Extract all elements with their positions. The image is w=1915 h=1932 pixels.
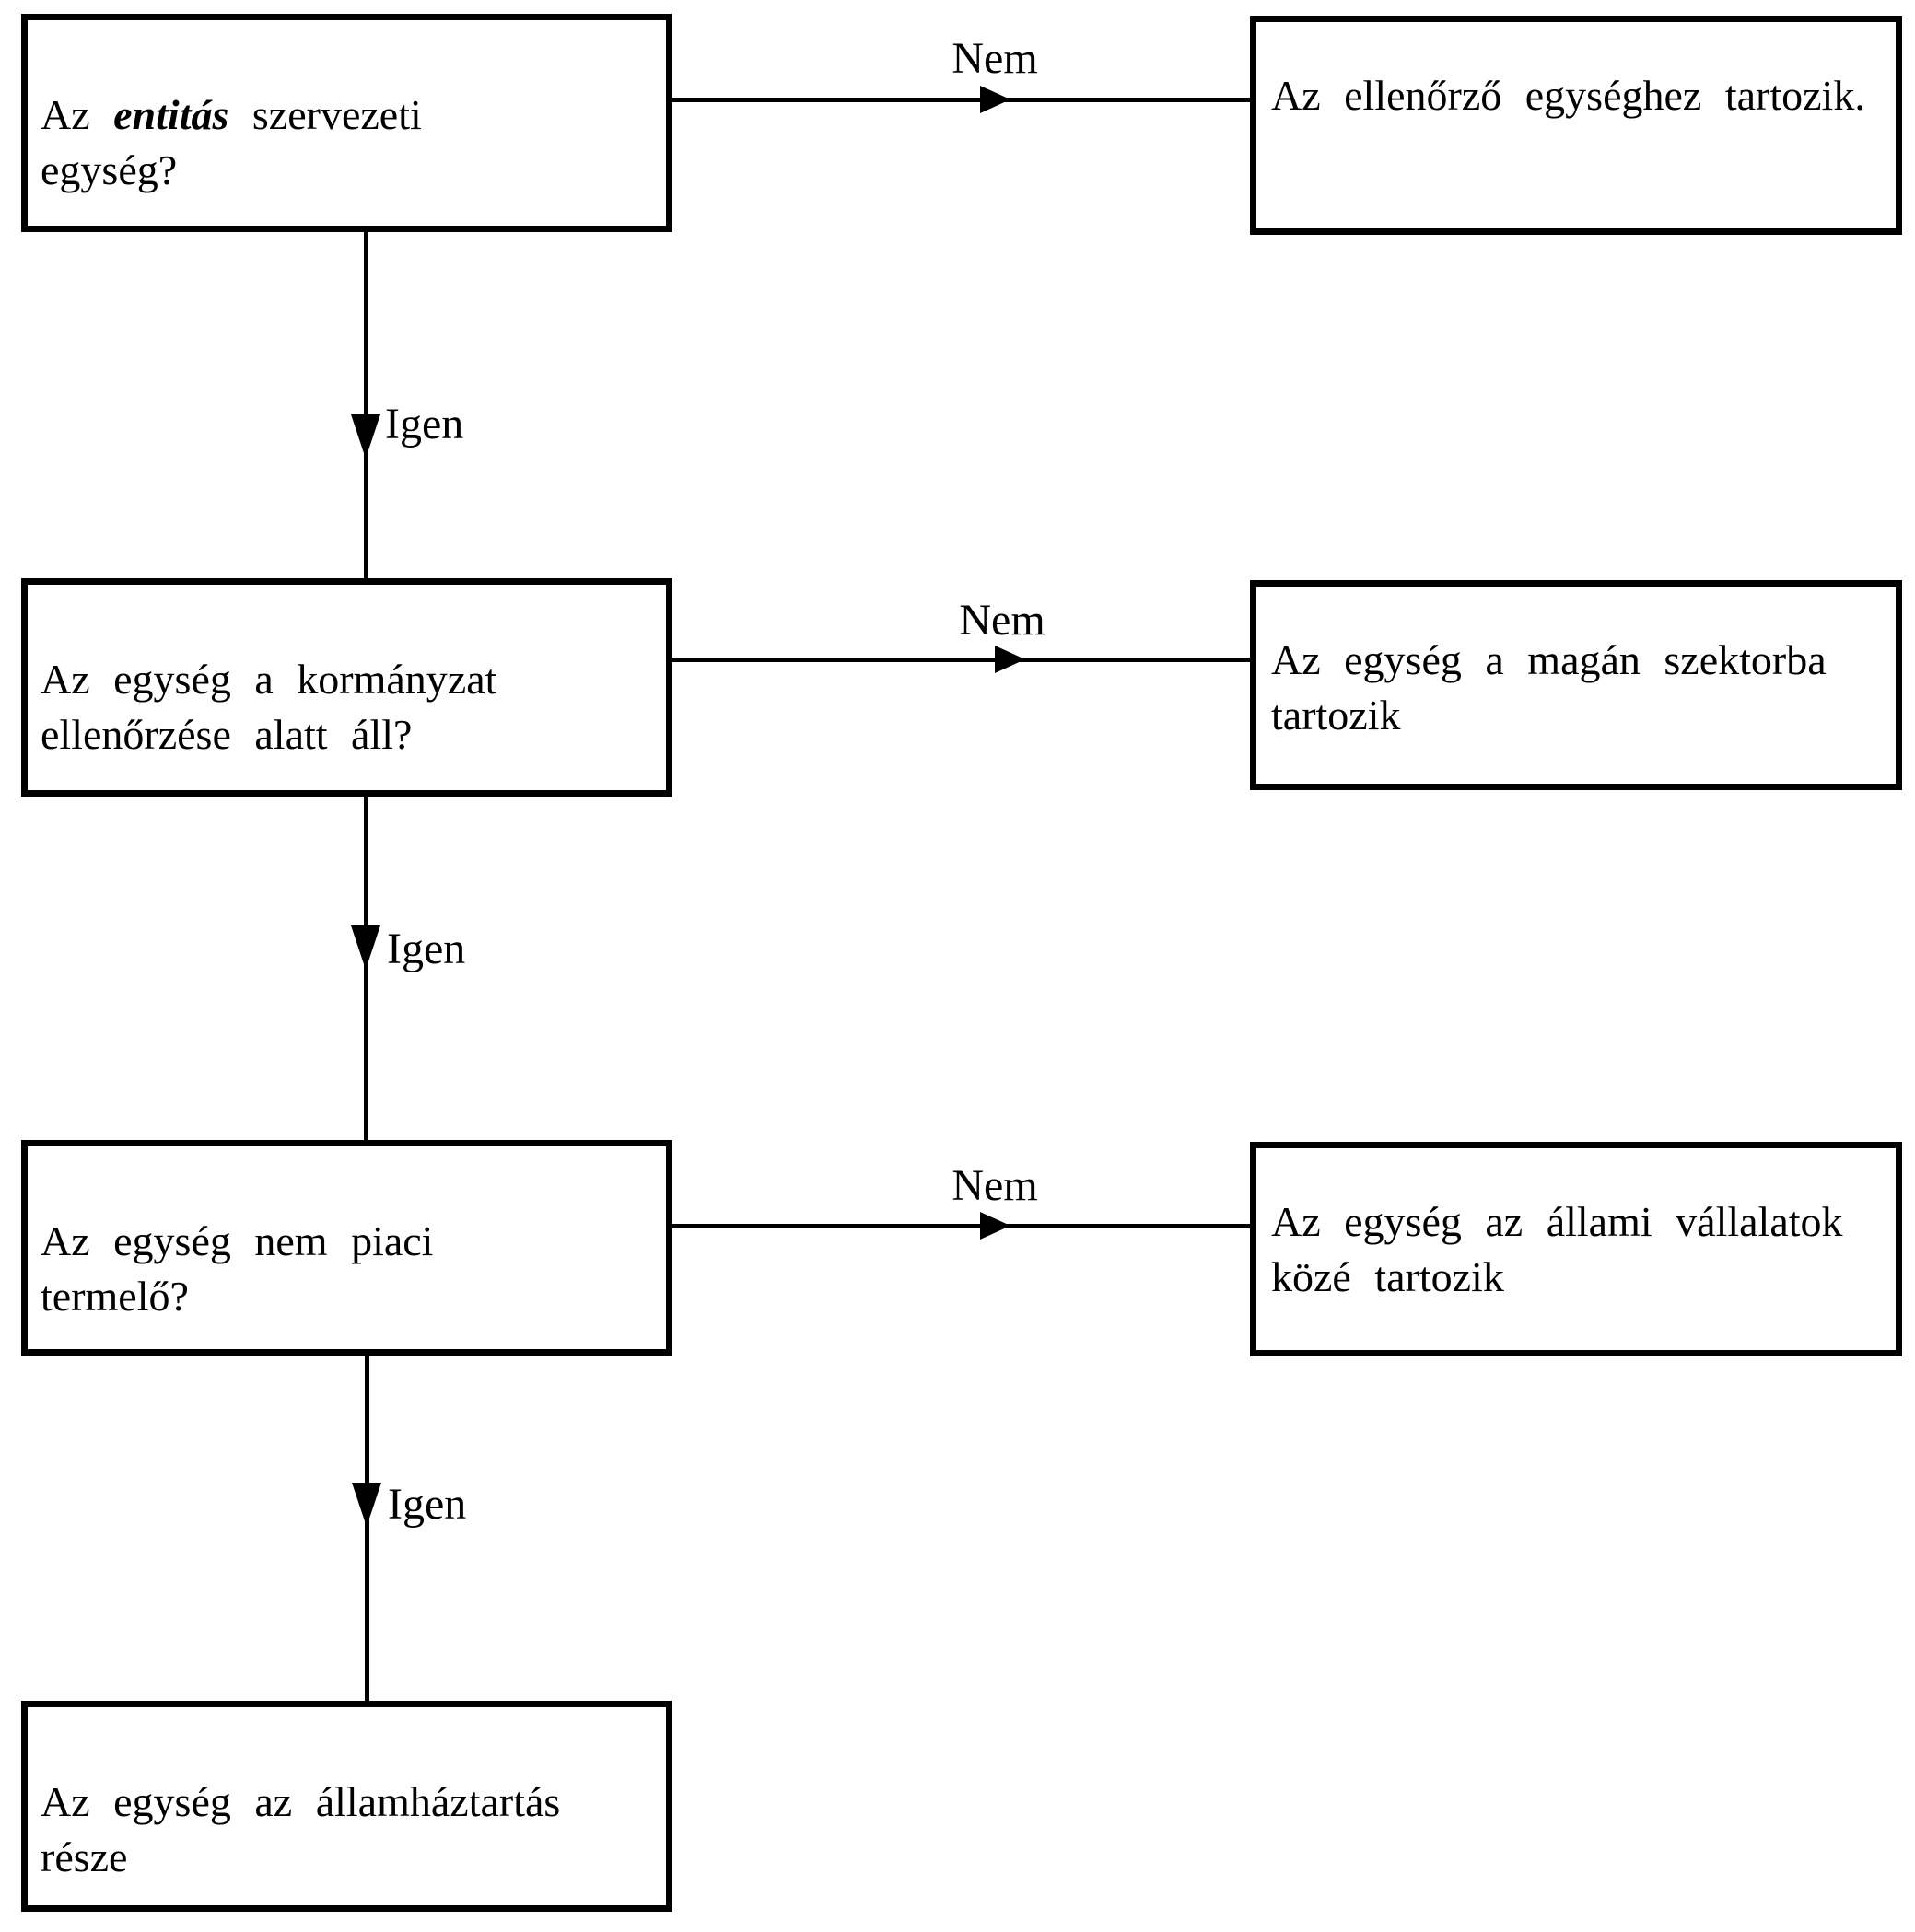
arrowhead-right-icon [980, 86, 1010, 113]
yes-label: Igen [385, 400, 464, 448]
result-box-control-unit-text: Az ellenőrző egységhez tartozik. [1256, 22, 1896, 123]
arrowhead-down-icon [351, 925, 380, 970]
result-box-general-government-text: Az egység az államháztartás része [28, 1707, 666, 1885]
result-box-public-corporations-line2: közé tartozik [1271, 1253, 1504, 1300]
decision-box-government-control-text: Az egység a kormányzat ellenőrzése alatt… [28, 585, 666, 762]
arrowhead-right-icon [980, 1212, 1010, 1240]
connector-entity-yes-line [364, 232, 368, 578]
result-box-control-unit: Az ellenőrző egységhez tartozik. [1250, 16, 1902, 235]
decision-box-entity-line1: Az entitás szervezeti [41, 87, 648, 143]
decision-box-entity: Az entitás szervezeti egység? [21, 14, 672, 232]
entity-line1-emphasis: entitás [113, 91, 229, 138]
decision-box-nonmarket-producer: Az egység nem piaci termelő? [21, 1140, 672, 1356]
entity-line1-post: szervezeti [251, 91, 422, 138]
connector-government-no-line [672, 658, 1250, 662]
decision-box-entity-line2: egység? [41, 146, 178, 193]
result-box-public-corporations-text: Az egység az állami vállalatok közé tart… [1256, 1148, 1896, 1305]
no-label: Nem [959, 596, 1045, 645]
result-box-public-corporations: Az egység az állami vállalatok közé tart… [1250, 1142, 1902, 1356]
no-label: Nem [952, 34, 1038, 83]
yes-label: Igen [387, 925, 466, 973]
connector-nonmarket-yes-line [365, 1356, 369, 1701]
no-label: Nem [952, 1161, 1038, 1210]
result-box-public-corporations-line1: Az egység az állami vállalatok [1271, 1198, 1843, 1245]
result-box-private-sector-line2: tartozik [1271, 692, 1401, 739]
result-box-general-government-line2: része [41, 1833, 128, 1880]
arrowhead-right-icon [995, 646, 1025, 673]
decision-box-nonmarket-producer-text: Az egység nem piaci termelő? [28, 1146, 666, 1324]
arrowhead-down-icon [352, 1483, 381, 1527]
result-box-general-government-line1: Az egység az államháztartás [41, 1778, 561, 1825]
result-box-private-sector-line1: Az egység a magán szektorba [1271, 636, 1827, 683]
decision-box-government-control-line1: Az egység a kormányzat [41, 656, 497, 703]
decision-box-entity-text: Az entitás szervezeti egység? [28, 20, 666, 198]
yes-label: Igen [388, 1480, 467, 1529]
decision-box-government-control: Az egység a kormányzat ellenőrzése alatt… [21, 578, 672, 797]
decision-box-government-control-line2: ellenőrzése alatt áll? [41, 711, 413, 758]
result-box-general-government: Az egység az államháztartás része [21, 1701, 672, 1912]
connector-entity-no-line [672, 98, 1250, 102]
result-box-private-sector: Az egység a magán szektorba tartozik [1250, 580, 1902, 790]
connector-nonmarket-no-line [672, 1224, 1250, 1228]
decision-box-nonmarket-producer-line2: termelő? [41, 1273, 189, 1320]
result-box-private-sector-text: Az egység a magán szektorba tartozik [1256, 587, 1896, 743]
entity-line1-pre: Az [41, 91, 90, 138]
arrowhead-down-icon [351, 414, 380, 459]
result-box-control-unit-line1: Az ellenőrző egységhez tartozik. [1271, 72, 1865, 119]
decision-box-nonmarket-producer-line1: Az egység nem piaci [41, 1217, 434, 1264]
